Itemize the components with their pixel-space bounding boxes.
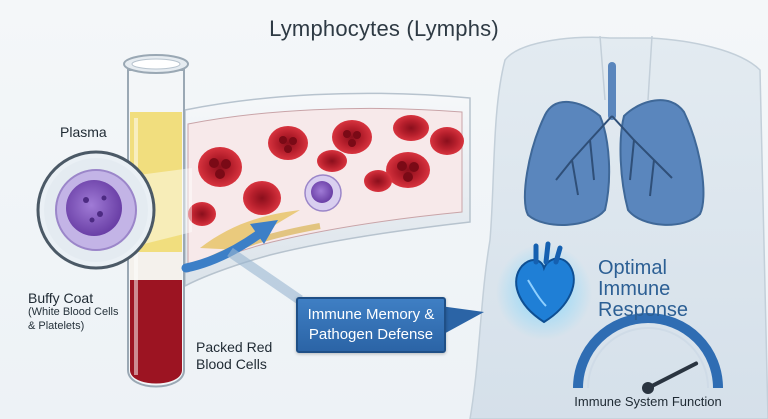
vessel-lymphocyte-icon [304, 174, 342, 212]
optimal-immune-response: Optimal Immune Response [598, 258, 728, 321]
optimal-line-3: Response [598, 299, 689, 321]
rbc-7 [317, 150, 347, 172]
rbc-1 [198, 147, 242, 187]
callout-line-2: Pathogen Defense [308, 326, 434, 343]
heart-icon [496, 241, 592, 340]
callout-line-1: Immune Memory & [307, 306, 435, 323]
buffy-coat-title: Buffy Coat [28, 290, 94, 306]
body-silhouette [469, 35, 768, 419]
packed-red-line-1: Packed Red [196, 339, 273, 355]
gauge-needle [642, 361, 699, 394]
packed-red-line-2: Blood Cells [196, 356, 267, 372]
flow-arrow [181, 220, 278, 273]
page-title: Lymphocytes (Lymphs) [269, 16, 499, 41]
rbc-2 [268, 126, 308, 160]
plasma-label: Plasma [60, 124, 107, 140]
rbc-4 [393, 115, 429, 141]
rbc-10 [188, 202, 216, 226]
rbc-6 [386, 152, 430, 188]
red-blood-cells [188, 115, 464, 226]
buffy-coat-label: Buffy Coat (White Blood Cells & Platelet… [28, 290, 118, 334]
lungs-icon [523, 62, 705, 226]
rbc-8 [364, 170, 392, 192]
optimal-line-2: Immune [598, 278, 671, 300]
buffy-coat-detail-2: & Platelets) [28, 319, 85, 332]
buffy-coat-detail-1: (White Blood Cells [28, 306, 119, 319]
rbc-9 [430, 127, 464, 155]
rbc-5 [243, 181, 281, 215]
gauge-caption: Immune System Function [574, 394, 722, 409]
immune-memory-callout: Immune Memory & Pathogen Defense [296, 297, 446, 353]
gauge-icon [573, 313, 723, 394]
rbc-3 [332, 120, 372, 154]
packed-red-cells-label: Packed Red Blood Cells [196, 339, 272, 373]
optimal-line-1: Optimal [598, 257, 667, 279]
zoom-lens [36, 150, 192, 270]
